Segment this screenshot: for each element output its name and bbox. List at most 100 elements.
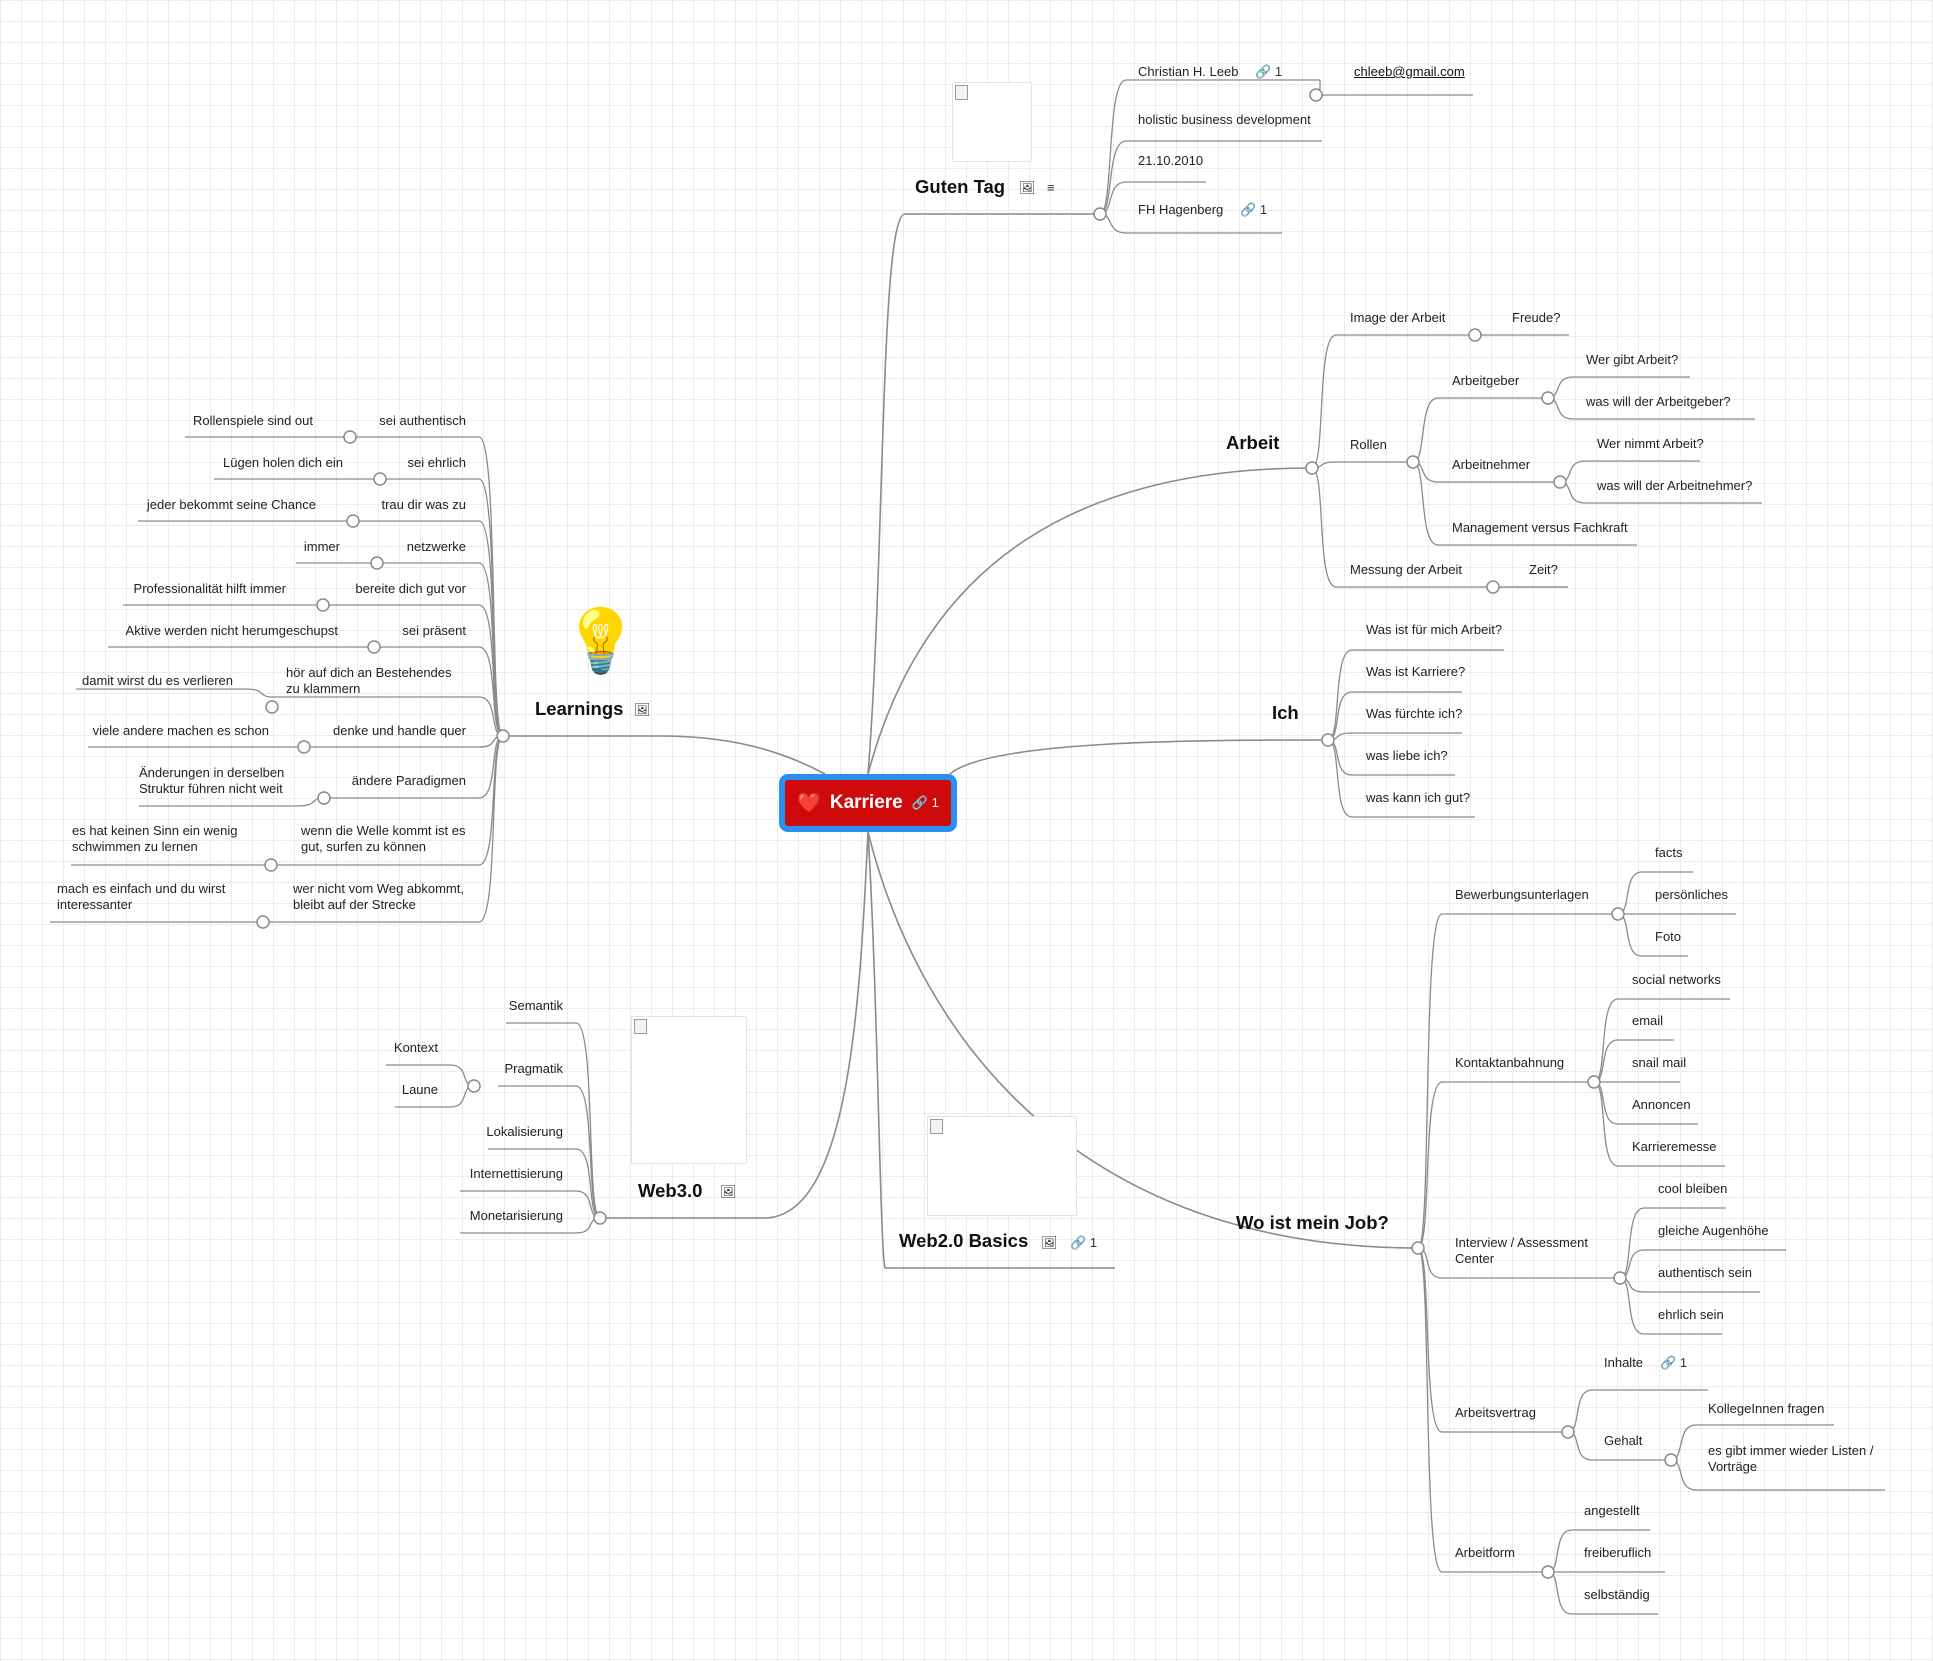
list-item[interactable]: trau dir was zu <box>381 497 466 512</box>
list-item[interactable]: jeder bekommt seine Chance <box>146 497 316 512</box>
list-item[interactable]: Aktive werden nicht herumgeschupst <box>125 623 338 638</box>
list-item[interactable]: Lokalisierung <box>486 1124 563 1139</box>
topic-wo-ist-mein-job[interactable]: Wo ist mein Job? <box>1236 1212 1389 1233</box>
email-text[interactable]: chleeb@gmail.com <box>1354 64 1465 79</box>
list-item[interactable]: Was ist Karriere? <box>1366 664 1466 679</box>
list-item[interactable]: selbständig <box>1584 1587 1650 1602</box>
list-item[interactable]: ändere Paradigmen <box>351 773 466 788</box>
topic-ich[interactable]: Ich <box>1272 702 1299 723</box>
node-image-der-arbeit[interactable]: Image der Arbeit <box>1350 310 1446 325</box>
link-count-value: 1 <box>1274 64 1283 79</box>
list-item[interactable]: Was fürchte ich? <box>1366 706 1463 721</box>
topic-learnings[interactable]: Learnings <box>535 698 624 719</box>
node-tagline[interactable]: holistic business development <box>1138 112 1311 127</box>
node-messung[interactable]: Messung der Arbeit <box>1350 562 1463 577</box>
email-link[interactable]: chleeb@gmail.com <box>1354 64 1465 80</box>
topic-web20-basics[interactable]: Web2.0 Basics <box>899 1230 1029 1251</box>
link-icon[interactable]: 🔗 1 <box>1255 64 1283 79</box>
node-was-will-arbeitnehmer[interactable]: was will der Arbeitnehmer? <box>1597 478 1753 493</box>
list-item[interactable]: sei präsent <box>402 623 466 638</box>
link-count[interactable]: 🔗 1 <box>911 795 939 810</box>
image-icon[interactable]: 🖼 <box>1041 1235 1058 1250</box>
list-item[interactable]: ehrlich sein <box>1658 1307 1724 1322</box>
list-item[interactable]: freiberuflich <box>1584 1545 1652 1560</box>
broken-image-icon <box>634 1019 647 1034</box>
node-rollen[interactable]: Rollen <box>1350 437 1387 452</box>
list-item[interactable]: was kann ich gut? <box>1366 790 1471 805</box>
topic-image-placeholder <box>952 82 1032 162</box>
node-zeit[interactable]: Zeit? <box>1529 562 1558 577</box>
node-bewerbungsunterlagen[interactable]: Bewerbungsunterlagen <box>1455 887 1589 902</box>
list-item[interactable]: Was ist für mich Arbeit? <box>1366 622 1503 637</box>
broken-image-icon <box>955 85 968 100</box>
link-icon[interactable]: 🔗 1 <box>1070 1235 1098 1250</box>
list-item[interactable]: bereite dich gut vor <box>355 581 466 596</box>
list-item[interactable]: Rollenspiele sind out <box>193 413 313 428</box>
node-arbeitgeber[interactable]: Arbeitgeber <box>1452 373 1520 388</box>
list-item[interactable]: Monetarisierung <box>469 1208 563 1223</box>
list-item[interactable]: cool bleiben <box>1658 1181 1728 1196</box>
list-item[interactable]: Lügen holen dich ein <box>223 455 343 470</box>
node-date[interactable]: 21.10.2010 <box>1138 153 1204 168</box>
node-kontaktanbahnung[interactable]: Kontaktanbahnung <box>1455 1055 1565 1070</box>
node-inhalte[interactable]: Inhalte <box>1604 1355 1644 1370</box>
node-wer-nimmt-arbeit[interactable]: Wer nimmt Arbeit? <box>1597 436 1704 451</box>
list-item[interactable]: Änderungen in derselben Struktur führen … <box>139 765 285 796</box>
list-item[interactable]: gleiche Augenhöhe <box>1658 1223 1769 1238</box>
list-item[interactable]: wer nicht vom Weg abkommt, bleibt auf de… <box>293 881 464 912</box>
node-wer-gibt-arbeit[interactable]: Wer gibt Arbeit? <box>1586 352 1679 367</box>
topic-web30[interactable]: Web3.0 <box>638 1180 703 1201</box>
link-count-value: 1 <box>1259 202 1268 217</box>
node-interview[interactable]: Interview / Assessment Center <box>1455 1235 1588 1266</box>
list-item[interactable]: Internettisierung <box>469 1166 563 1181</box>
link-icon[interactable]: 🔗 1 <box>1240 202 1268 217</box>
central-label: Karriere <box>829 792 903 813</box>
list-item[interactable]: Semantik <box>508 998 563 1013</box>
list-item[interactable]: mach es einfach und du wirst interessant… <box>57 881 226 912</box>
list-item[interactable]: KollegeInnen fragen <box>1708 1401 1825 1416</box>
list-item[interactable]: was liebe ich? <box>1366 748 1448 763</box>
node-arbeitnehmer[interactable]: Arbeitnehmer <box>1452 457 1531 472</box>
list-item[interactable]: sei ehrlich <box>407 455 466 470</box>
list-item[interactable]: Karrieremesse <box>1632 1139 1717 1154</box>
list-item[interactable]: immer <box>303 539 340 554</box>
node-school[interactable]: FH Hagenberg <box>1138 202 1224 217</box>
node-name[interactable]: Christian H. Leeb <box>1138 64 1239 79</box>
list-item[interactable]: snail mail <box>1632 1055 1687 1070</box>
list-item[interactable]: denke und handle quer <box>332 723 466 738</box>
list-item[interactable]: Foto <box>1655 929 1682 944</box>
list-item[interactable]: Pragmatik <box>504 1061 563 1076</box>
list-item[interactable]: Professionalität hilft immer <box>133 581 286 596</box>
list-item[interactable]: authentisch sein <box>1658 1265 1752 1280</box>
list-item[interactable]: Kontext <box>393 1040 438 1055</box>
list-item[interactable]: damit wirst du es verlieren <box>82 673 233 688</box>
link-icon[interactable]: 🔗 1 <box>1660 1355 1688 1370</box>
node-was-will-arbeitgeber[interactable]: was will der Arbeitgeber? <box>1586 394 1731 409</box>
node-management[interactable]: Management versus Fachkraft <box>1452 520 1628 535</box>
node-freude[interactable]: Freude? <box>1512 310 1561 325</box>
list-item[interactable]: Annoncen <box>1632 1097 1691 1112</box>
notes-icon[interactable]: ≡ <box>1047 180 1055 195</box>
list-item[interactable]: angestellt <box>1584 1503 1640 1518</box>
topic-arbeit[interactable]: Arbeit <box>1226 432 1280 453</box>
list-item[interactable]: persönliches <box>1655 887 1728 902</box>
list-item[interactable]: Laune <box>401 1082 438 1097</box>
list-item[interactable]: es gibt immer wieder Listen / Vorträge <box>1708 1443 1874 1474</box>
image-icon[interactable]: 🖼 <box>634 702 651 717</box>
list-item[interactable]: email <box>1632 1013 1664 1028</box>
list-item[interactable]: viele andere machen es schon <box>92 723 269 738</box>
topic-guten-tag[interactable]: Guten Tag <box>915 176 1006 197</box>
node-arbeitsvertrag[interactable]: Arbeitsvertrag <box>1455 1405 1536 1420</box>
node-gehalt[interactable]: Gehalt <box>1604 1433 1643 1448</box>
central-topic-karriere[interactable]: ❤️ Karriere 🔗 1 <box>779 774 957 832</box>
list-item[interactable]: facts <box>1655 845 1683 860</box>
list-item[interactable]: hör auf dich an Bestehendes zu klammern <box>286 665 452 696</box>
list-item[interactable]: netzwerke <box>406 539 466 554</box>
image-icon[interactable]: 🖼 <box>1019 180 1036 195</box>
list-item[interactable]: wenn die Welle kommt ist es gut, surfen … <box>301 823 466 854</box>
list-item[interactable]: social networks <box>1632 972 1721 987</box>
list-item[interactable]: sei authentisch <box>379 413 466 428</box>
list-item[interactable]: es hat keinen Sinn ein wenig schwimmen z… <box>72 823 238 854</box>
image-icon[interactable]: 🖼 <box>720 1184 737 1199</box>
node-arbeitform[interactable]: Arbeitform <box>1455 1545 1515 1560</box>
